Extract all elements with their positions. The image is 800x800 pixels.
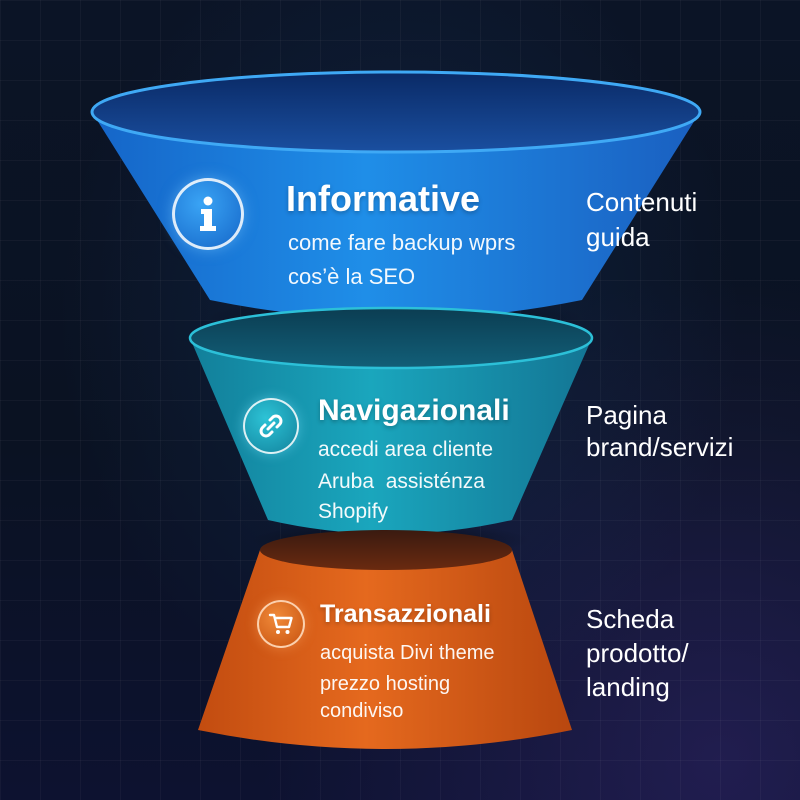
tier-3-line-1: acquista Divi theme [320, 642, 495, 664]
tier-1-side-line-1: Contenuti [586, 187, 698, 217]
tier-3-body [198, 550, 572, 749]
tier-1-line-1: come fare backup wprs [288, 230, 516, 255]
cart-icon [257, 600, 305, 648]
info-icon [172, 178, 244, 250]
tier-3-rim [260, 530, 512, 570]
tier-1-rim [90, 70, 702, 154]
tier-1-body [92, 112, 700, 319]
tier-1-side-line-2: guida [586, 222, 650, 252]
tier-3-side-line-3: landing [586, 672, 670, 702]
tier-3-line-3: condiviso [320, 700, 404, 722]
tier-3-line-2: prezzo hosting [320, 673, 451, 695]
tier-2-rim [188, 306, 594, 370]
tier-2-line-3: Shopify [318, 500, 389, 523]
tier-2-side-line-2: brand/servizi [586, 432, 734, 462]
link-icon [243, 398, 299, 454]
tier-3-side-line-2: prodotto/ [586, 638, 689, 668]
tier-2-line-2: Aruba assisténza [318, 470, 485, 493]
tier-1-title: Informative [286, 178, 481, 219]
tier-2-line-1: accedi area cliente [318, 438, 494, 461]
tier-2-title: Navigazionali [318, 394, 510, 427]
tier-2-side-line-1: Pagina [586, 400, 667, 430]
tier-3-side-line-1: Scheda [586, 604, 675, 634]
tier-1-line-2: cos’è la SEO [288, 264, 416, 289]
tier-2-body [190, 338, 592, 534]
tier-3-title: Transazzionali [320, 600, 491, 628]
